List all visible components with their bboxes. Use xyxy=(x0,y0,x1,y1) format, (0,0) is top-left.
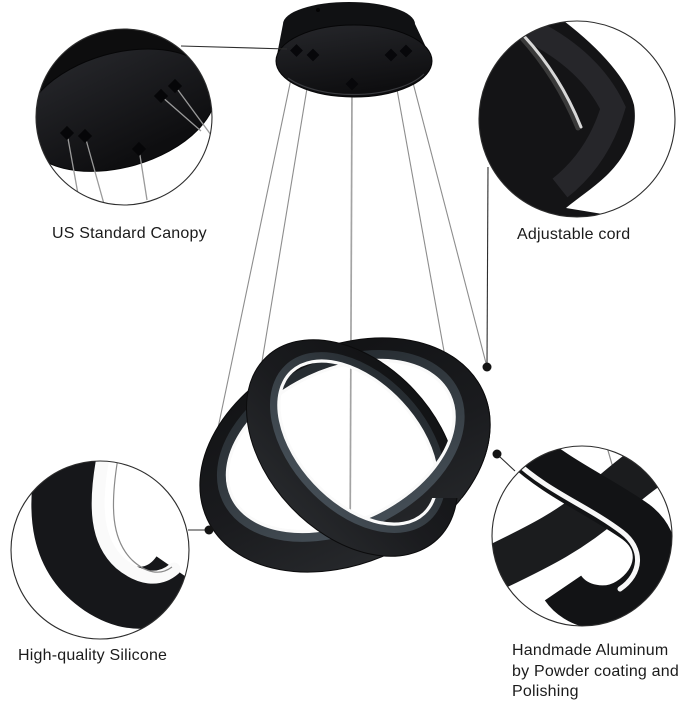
leader-lines xyxy=(180,45,516,531)
callout-circle xyxy=(35,28,213,206)
callout-circle xyxy=(478,20,676,218)
label-handmade-aluminum-line1: Handmade Aluminum xyxy=(512,642,669,659)
marker-silicone xyxy=(204,525,214,535)
cable xyxy=(404,51,488,368)
label-handmade-aluminum: Handmade Aluminum by Powder coating and … xyxy=(512,641,679,701)
label-handmade-aluminum-line3: Polishing xyxy=(512,683,579,700)
label-us-standard-canopy: US Standard Canopy xyxy=(52,225,207,242)
cable xyxy=(255,57,313,399)
callout-circle xyxy=(491,445,673,627)
label-high-quality-silicone: High-quality Silicone xyxy=(18,647,168,664)
leader-canopy xyxy=(180,45,288,50)
point-markers xyxy=(204,362,502,535)
leader-cord xyxy=(486,166,489,367)
cable xyxy=(217,54,297,429)
callout-circle xyxy=(10,460,190,640)
label-adjustable-cord: Adjustable cord xyxy=(517,226,631,243)
marker-cord xyxy=(482,362,492,372)
cable xyxy=(349,85,353,564)
leader-aluminum xyxy=(499,456,516,472)
label-handmade-aluminum-line2: by Powder coating and xyxy=(512,662,679,680)
suspension-cables xyxy=(217,51,488,564)
cable-connectors xyxy=(290,44,413,91)
marker-aluminum xyxy=(492,449,502,459)
callout-silicone xyxy=(10,460,190,640)
ceiling-canopy xyxy=(275,2,433,98)
